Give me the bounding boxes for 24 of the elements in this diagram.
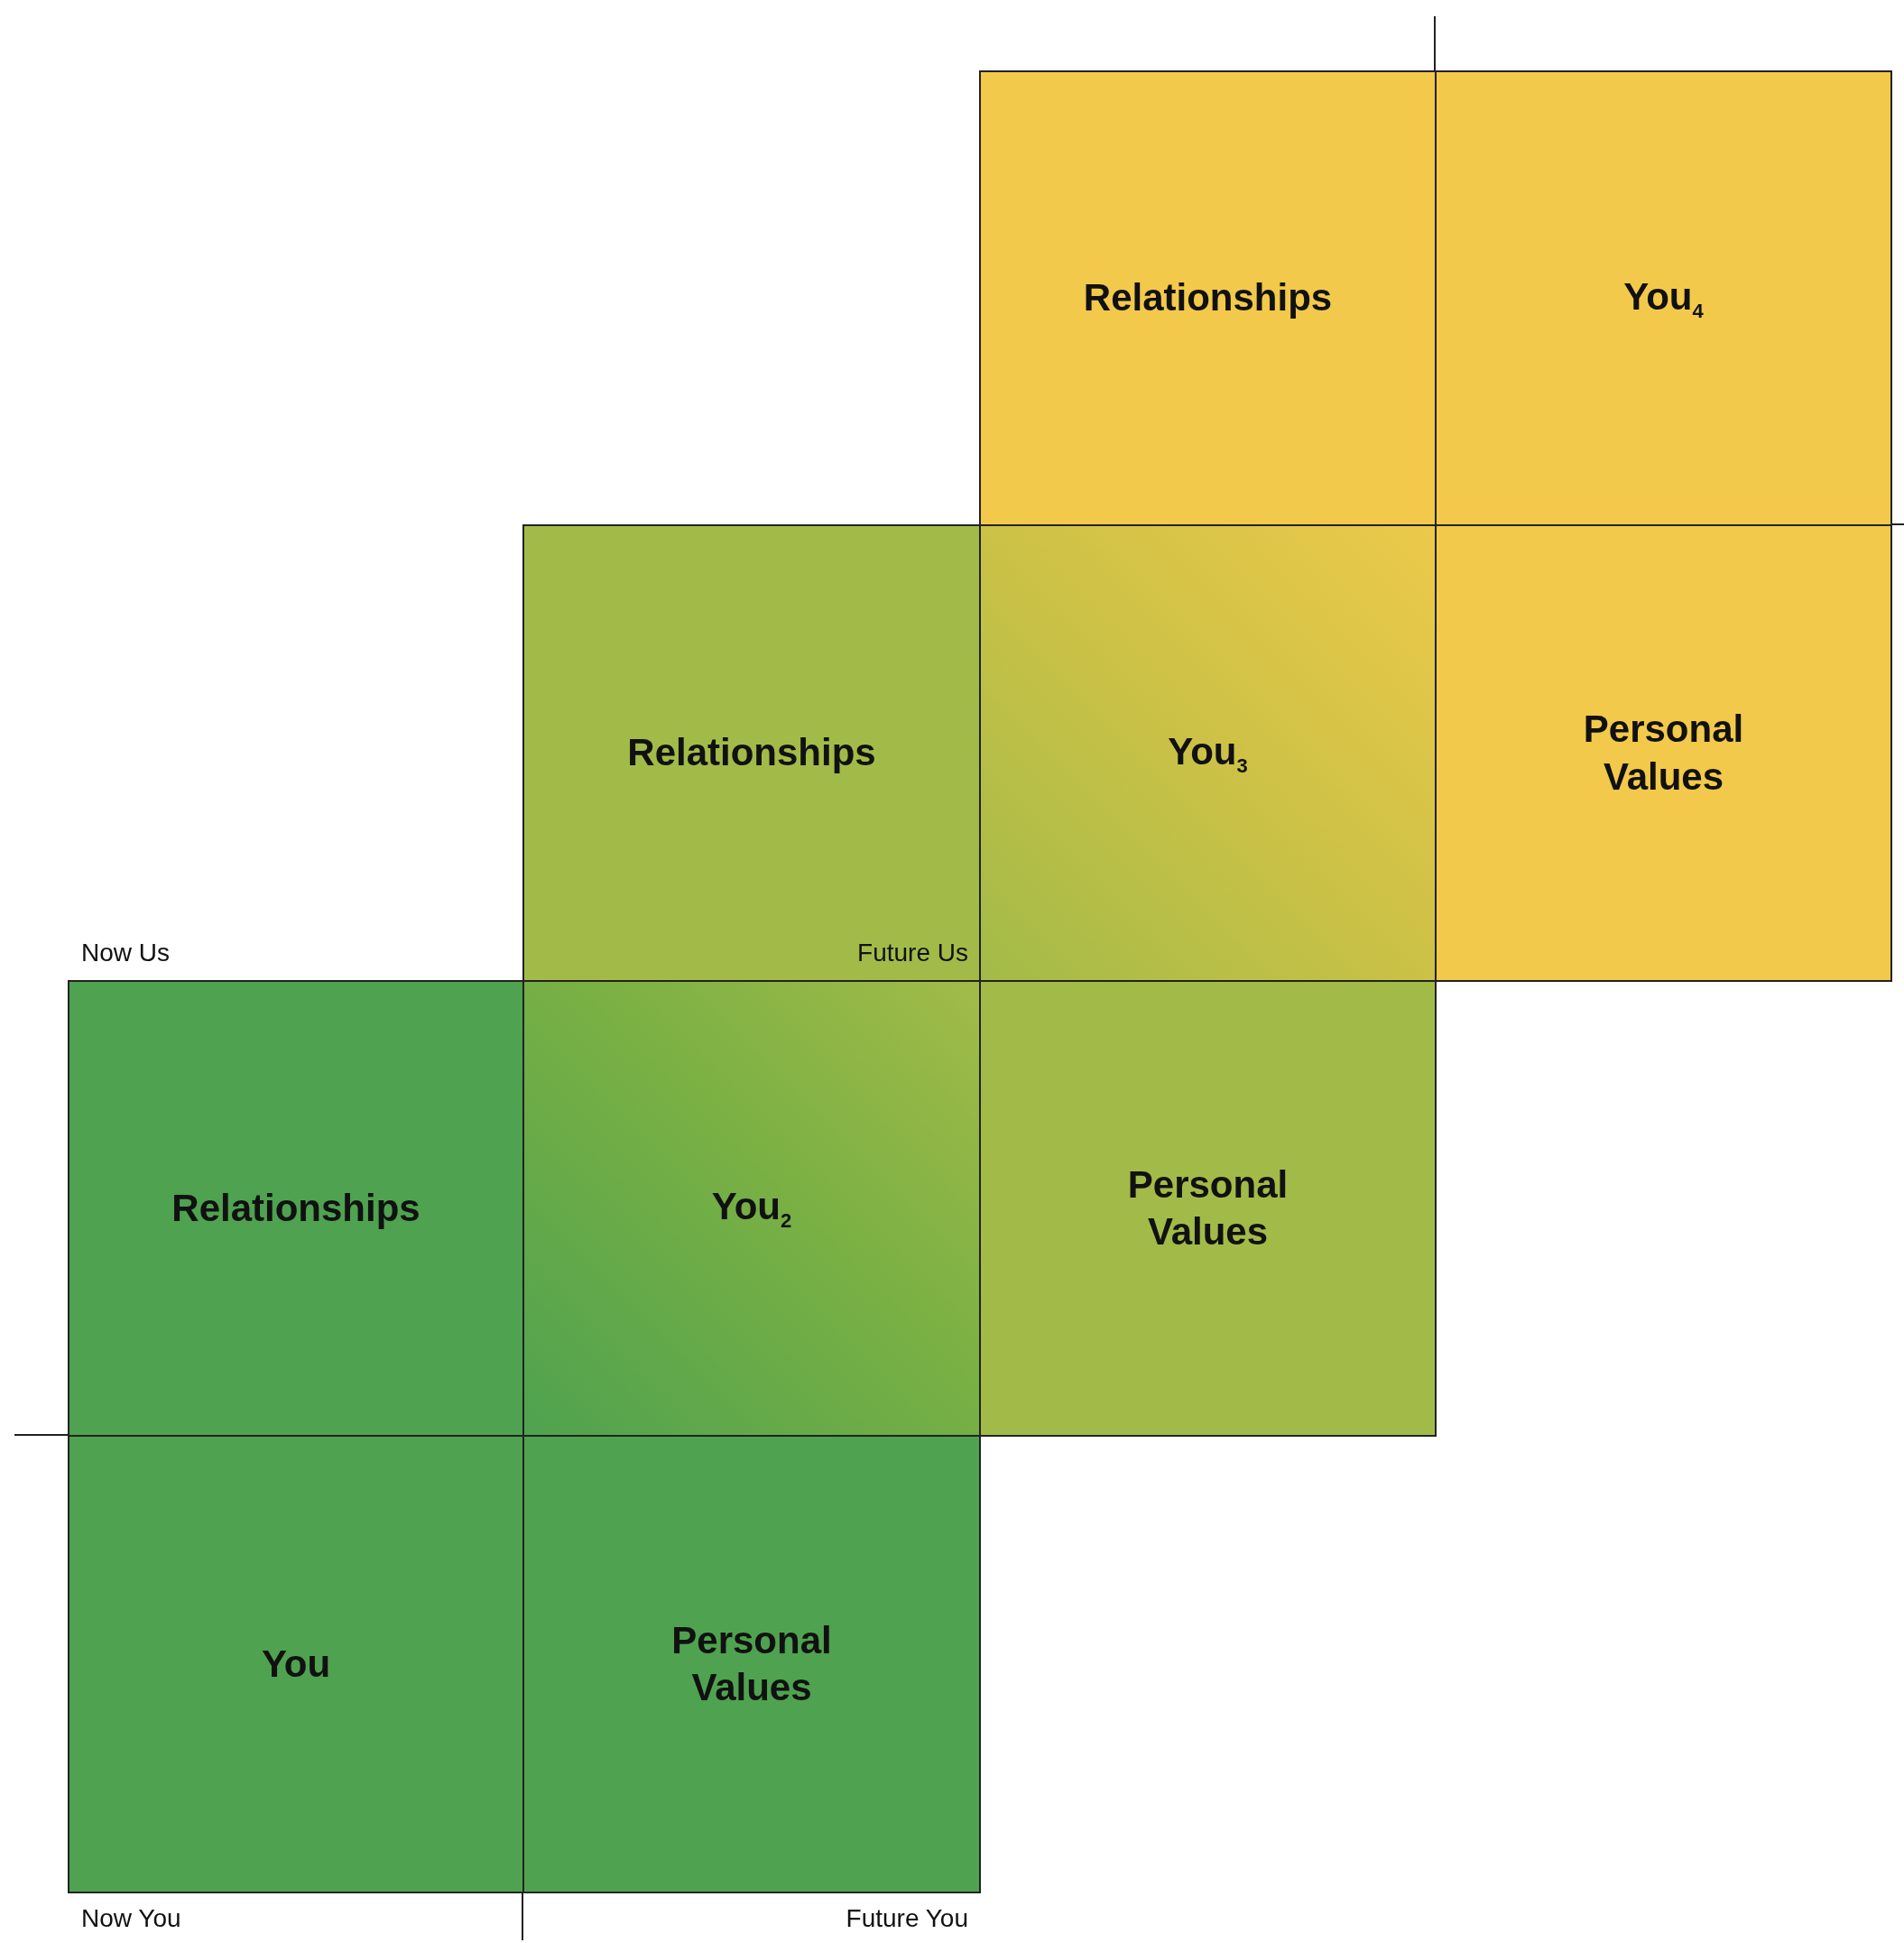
grid-cell xyxy=(522,980,981,1437)
cell-label: You xyxy=(261,1641,331,1687)
cell-label: Relationships xyxy=(1083,275,1333,321)
grid-cell xyxy=(979,524,1437,982)
grid-cell xyxy=(1435,524,1892,982)
axis-label: Now Us xyxy=(81,939,170,967)
grid-cell xyxy=(68,1435,524,1893)
grid-cell xyxy=(68,980,524,1437)
cell-label: Relationships xyxy=(171,1185,421,1231)
cell-label: Personal Values xyxy=(1582,707,1745,800)
grid-cell xyxy=(522,1435,981,1893)
cell-label: Relationships xyxy=(627,730,876,776)
cell-label: You$_{3}$ xyxy=(1168,728,1248,779)
grid-cell xyxy=(522,524,981,982)
grid-cell xyxy=(979,980,1437,1437)
cell-label: Personal Values xyxy=(670,1617,833,1710)
axis-label: Future Us xyxy=(857,939,968,967)
axis-label: Now You xyxy=(81,1904,181,1933)
grid-cell xyxy=(979,70,1437,526)
axis-label: Future You xyxy=(846,1904,968,1933)
grid-cell xyxy=(1435,70,1892,526)
cell-label: You$_{2}$ xyxy=(711,1184,792,1234)
cell-label: Personal Values xyxy=(1126,1161,1289,1254)
cell-label: You$_{4}$ xyxy=(1623,273,1704,324)
